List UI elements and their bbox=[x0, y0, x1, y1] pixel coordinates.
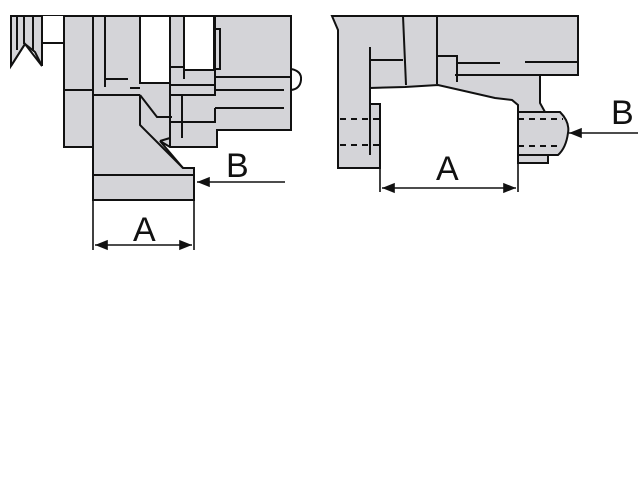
left-slot-2 bbox=[183, 15, 215, 71]
left-gap bbox=[42, 16, 64, 76]
right-dimension-a-label: A bbox=[436, 150, 459, 188]
left-view: A B bbox=[10, 15, 303, 251]
right-view: A B bbox=[330, 15, 638, 194]
left-internal-lines bbox=[64, 16, 291, 176]
right-force-b-label: B bbox=[611, 94, 634, 132]
left-dimension-a-label: A bbox=[133, 211, 156, 249]
right-pin bbox=[517, 111, 570, 164]
right-part-body bbox=[330, 15, 579, 169]
left-slot-1 bbox=[139, 15, 171, 84]
left-knob bbox=[290, 68, 303, 91]
right-internal-lines bbox=[369, 15, 578, 156]
left-force-b-label: B bbox=[226, 147, 249, 185]
left-teeth bbox=[10, 16, 43, 67]
